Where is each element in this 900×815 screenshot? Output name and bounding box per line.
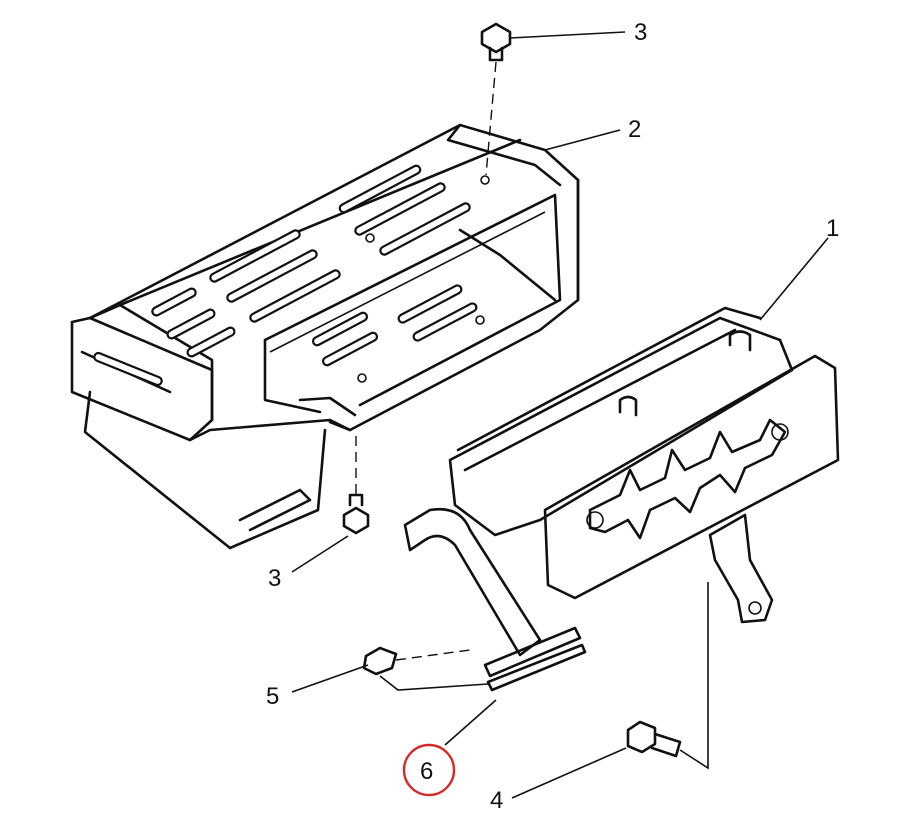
bolt-part-top xyxy=(480,22,512,176)
bolt-part-lower xyxy=(342,432,370,535)
callout-label-1[interactable]: 1 xyxy=(826,215,839,242)
callout-label-5[interactable]: 5 xyxy=(266,683,279,710)
leader-lines xyxy=(291,31,829,799)
highlight-circle xyxy=(402,743,456,797)
heat-shield-part xyxy=(70,123,580,550)
callout-label-3-lower[interactable]: 3 xyxy=(268,565,281,592)
callout-label-3[interactable]: 3 xyxy=(634,19,647,46)
callout-label-2[interactable]: 2 xyxy=(628,116,641,143)
muffler-part xyxy=(403,306,840,692)
shield-slots xyxy=(93,164,478,387)
callout-label-6[interactable]: 6 xyxy=(420,758,433,785)
callout-labels: 3 2 1 3 5 6 4 xyxy=(266,19,839,814)
bolt-part-4 xyxy=(626,582,709,770)
nut-part xyxy=(362,646,489,691)
callout-label-4[interactable]: 4 xyxy=(490,787,503,814)
